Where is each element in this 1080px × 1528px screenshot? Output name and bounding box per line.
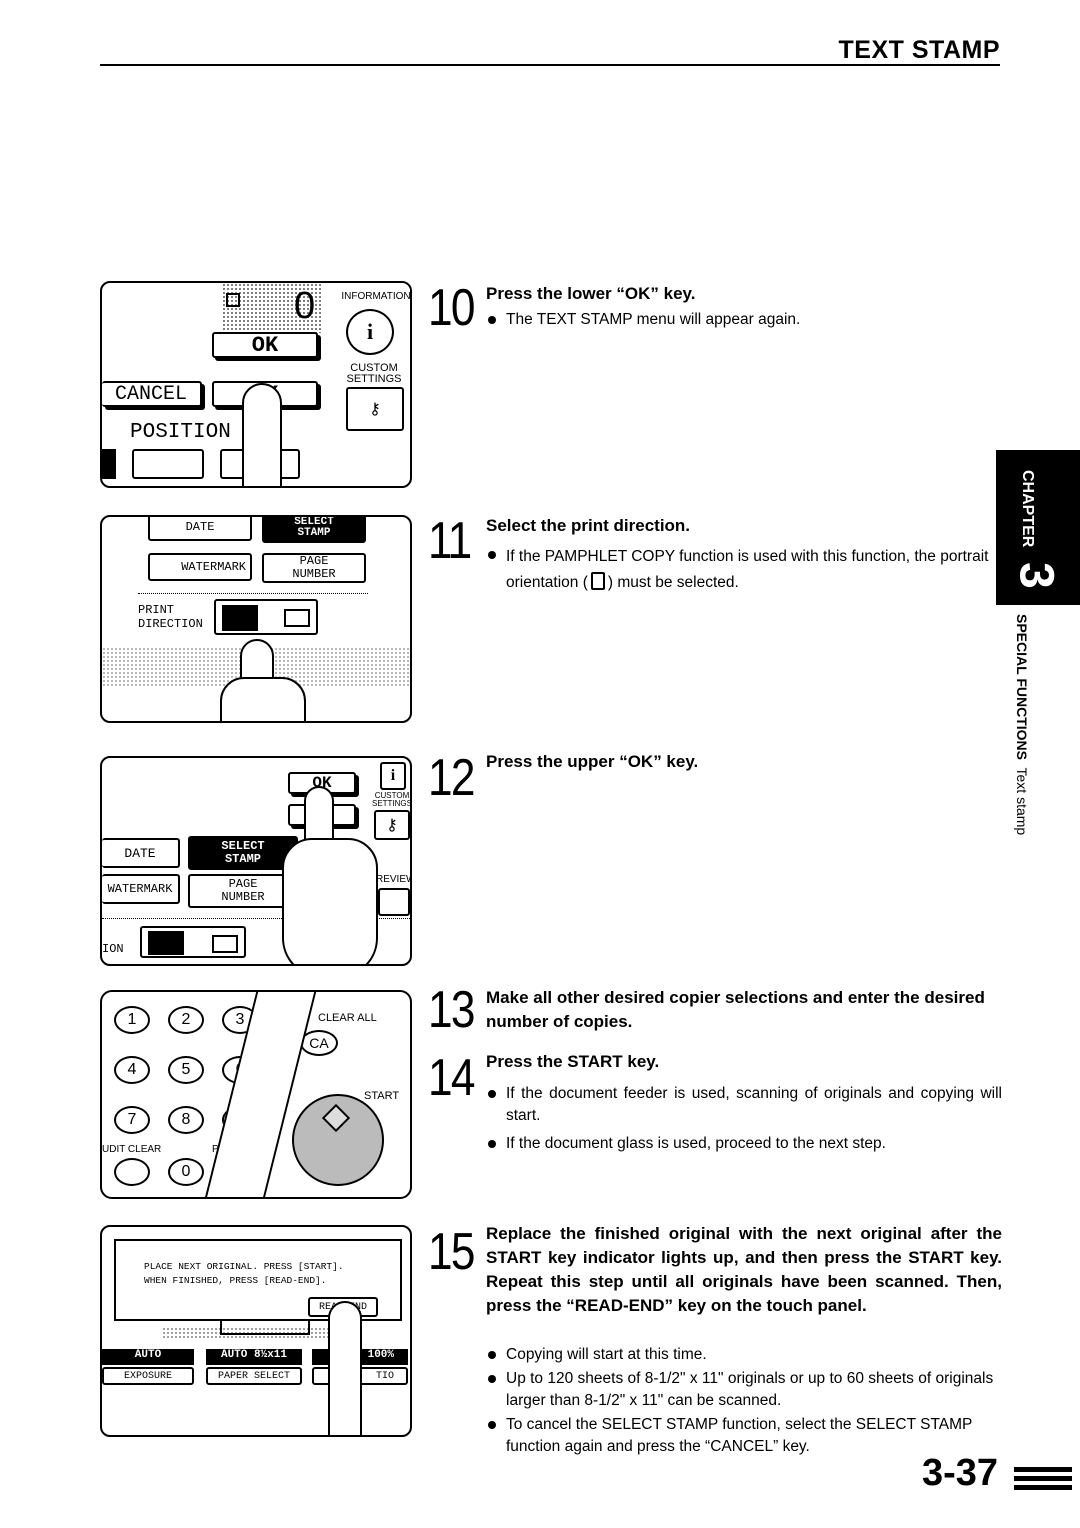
cancel-button[interactable]: CANCEL <box>102 381 202 407</box>
message-line-1: PLACE NEXT ORIGINAL. PRESS [START]. <box>144 1261 344 1272</box>
message-line-2: WHEN FINISHED, PRESS [READ-END]. <box>144 1275 327 1286</box>
information-key[interactable]: INFORMATION <box>339 283 410 309</box>
step-heading: Press the START key. <box>486 1052 660 1071</box>
step-number: 10 <box>428 279 475 337</box>
finger-pointer <box>328 1301 362 1435</box>
print-direction-selector[interactable] <box>140 926 246 958</box>
custom-settings-icon[interactable]: ⚷ <box>374 810 410 840</box>
key-7[interactable]: 7 <box>114 1106 150 1134</box>
step-heading: Press the lower “OK” key. <box>486 284 696 303</box>
chapter-label: CHAPTER <box>1019 470 1036 548</box>
portrait-option[interactable] <box>148 931 184 955</box>
watermark-button[interactable]: WATERMARK <box>148 553 252 581</box>
chapter-tab <box>996 450 1080 605</box>
start-label: START <box>364 1090 400 1102</box>
panel-keypad: 1 2 3 4 5 6 7 8 9 UDIT CLEAR PROG 0 IN C… <box>100 990 412 1199</box>
key-0[interactable]: 0 <box>168 1158 204 1186</box>
print-direction-label: ION <box>102 942 124 956</box>
hand-pointer <box>220 677 306 721</box>
ok-upper-button[interactable]: OK <box>212 332 318 358</box>
key-2[interactable]: 2 <box>168 1006 204 1034</box>
audit-clear-label: UDIT CLEAR <box>102 1144 162 1155</box>
info-icon[interactable]: i <box>380 762 406 790</box>
key-4[interactable]: 4 <box>114 1056 150 1084</box>
finger-pointer <box>242 383 282 486</box>
paper-select-button[interactable]: PAPER SELECT <box>206 1367 302 1385</box>
step-bullet: If the document feeder is used, scanning… <box>486 1083 1002 1127</box>
page-number-rule <box>1014 1467 1072 1494</box>
step-number: 11 <box>428 512 472 570</box>
section-label: SPECIAL FUNCTIONS Text stamp <box>1014 614 1030 836</box>
portrait-option[interactable] <box>222 605 258 631</box>
position-button-1[interactable] <box>132 449 204 479</box>
left-edge-marker <box>102 449 116 479</box>
print-direction-selector[interactable] <box>214 599 318 635</box>
panel-read-end: PLACE NEXT ORIGINAL. PRESS [START]. WHEN… <box>100 1225 412 1437</box>
review-label: REVIEW <box>376 874 412 885</box>
key-1[interactable]: 1 <box>114 1006 150 1034</box>
exposure-status: AUTO <box>102 1349 194 1365</box>
start-key[interactable] <box>292 1094 384 1186</box>
date-button[interactable]: DATE <box>148 517 252 541</box>
screen-dither <box>222 283 322 333</box>
watermark-button[interactable]: WATERMARK <box>102 874 180 904</box>
divider <box>102 918 410 919</box>
copy-icon <box>226 293 240 307</box>
step-heading: Replace the finished original with the n… <box>486 1224 1002 1315</box>
review-icon[interactable] <box>378 888 410 916</box>
step-number: 13 <box>428 981 475 1039</box>
clear-all-label: CLEAR ALL <box>318 1012 377 1024</box>
step-bullet: The TEXT STAMP menu will appear again. <box>486 309 1002 331</box>
key-8[interactable]: 8 <box>168 1106 204 1134</box>
portrait-icon <box>590 572 605 590</box>
custom-settings-icon[interactable]: ⚷ <box>346 387 404 431</box>
chapter-number: 3 <box>1009 562 1063 589</box>
landscape-option[interactable] <box>284 609 310 627</box>
step-number: 15 <box>428 1223 475 1281</box>
date-button[interactable]: DATE <box>102 838 180 868</box>
step-number: 14 <box>428 1049 475 1107</box>
copies-count: 0 <box>294 285 316 327</box>
step-heading: Select the print direction. <box>486 516 691 535</box>
landscape-option[interactable] <box>212 935 238 953</box>
info-icon[interactable]: i <box>346 309 394 355</box>
step-bullet: Copying will start at this time. <box>486 1344 1002 1366</box>
key-5[interactable]: 5 <box>168 1056 204 1084</box>
step-heading: Make all other desired copier selections… <box>486 988 985 1031</box>
position-label: POSITION <box>130 421 231 444</box>
paper-status: AUTO 8½x11 <box>206 1349 302 1365</box>
step-bullet: To cancel the SELECT STAMP function, sel… <box>486 1414 1002 1458</box>
exposure-button[interactable]: EXPOSURE <box>102 1367 194 1385</box>
audit-clear-key[interactable] <box>114 1158 150 1186</box>
step-number: 12 <box>428 749 475 807</box>
header-rule <box>100 64 1000 66</box>
step-heading: Press the upper “OK” key. <box>486 752 699 771</box>
step-bullet: If the PAMPHLET COPY function is used wi… <box>486 544 1002 596</box>
divider <box>138 593 368 594</box>
step-bullet: Up to 120 sheets of 8-1/2" x 11" origina… <box>486 1368 1002 1412</box>
page-number: 3-37 <box>921 1452 998 1494</box>
step-bullet: If the document glass is used, proceed t… <box>486 1133 1002 1155</box>
section-title: TEXT STAMP <box>838 36 1000 64</box>
message-box-tab <box>220 1321 310 1335</box>
hand-pointer <box>282 838 378 964</box>
